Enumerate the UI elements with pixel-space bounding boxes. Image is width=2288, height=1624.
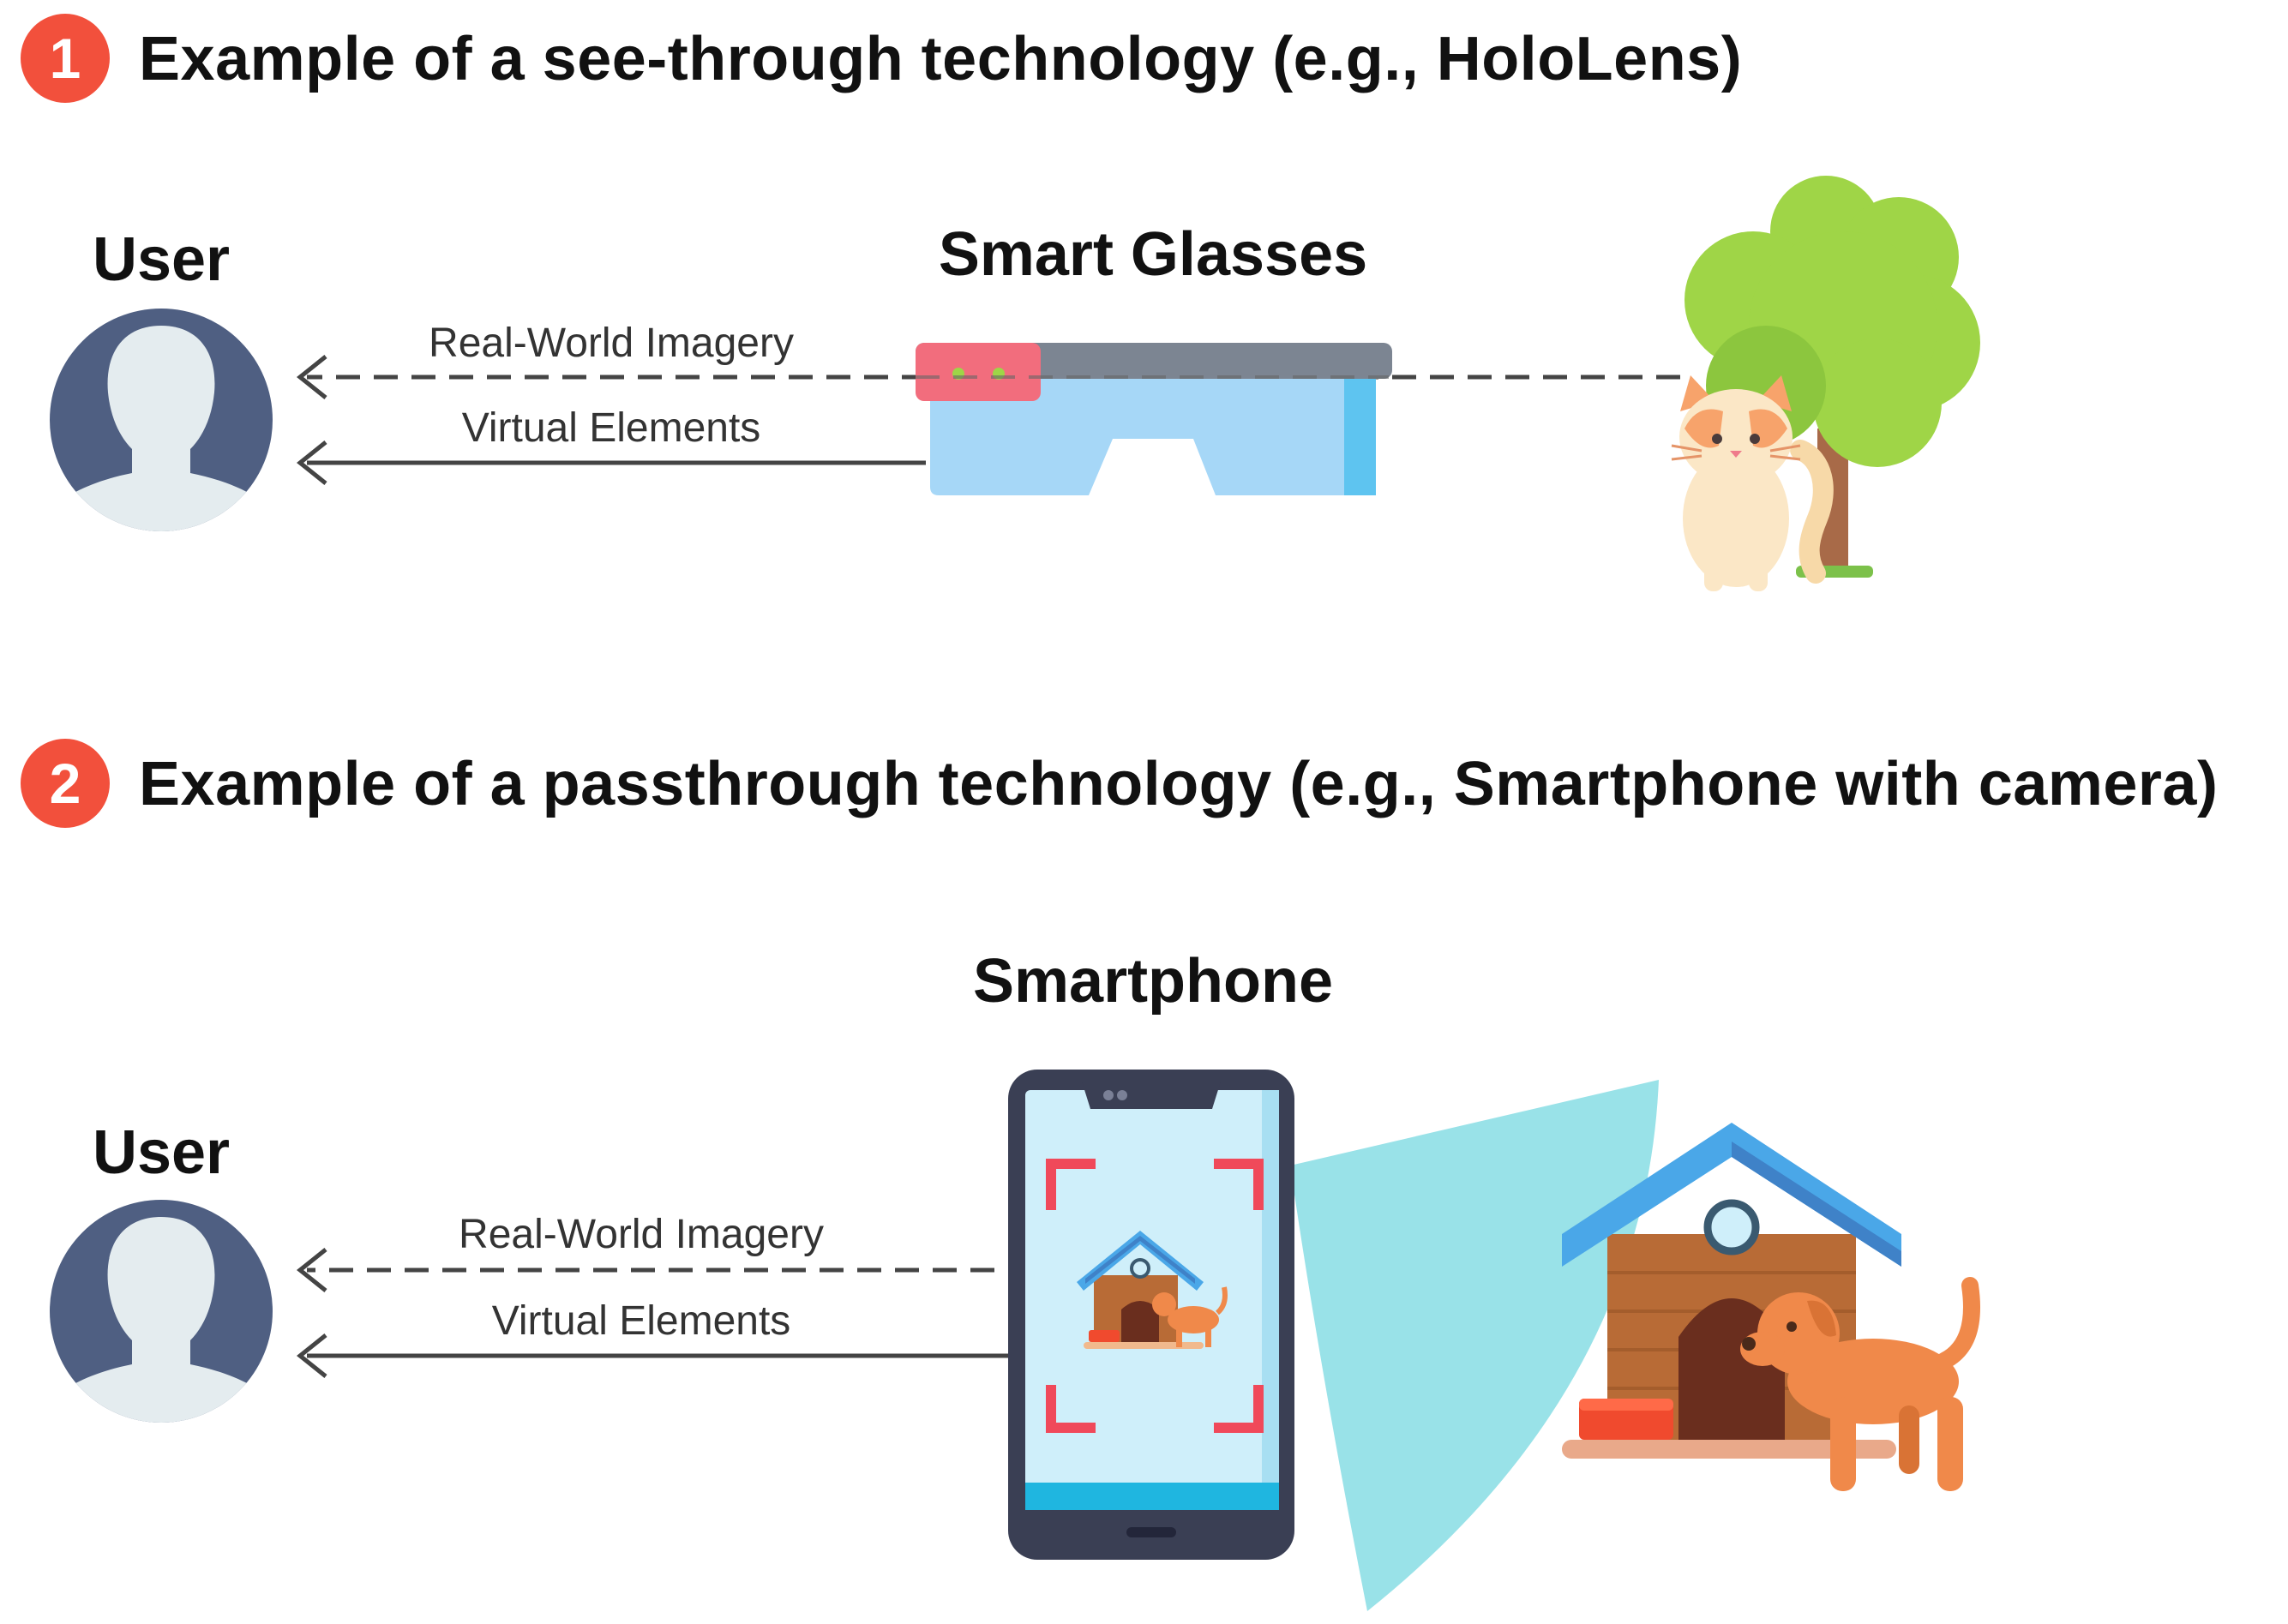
- cat-icon: [1671, 375, 1834, 591]
- section-2-real-world-arrow: [296, 1248, 994, 1292]
- user-avatar-icon: [50, 309, 273, 531]
- section-1-title: Example of a see-through technology (e.g…: [139, 25, 1743, 93]
- user-avatar-icon: [50, 1200, 273, 1423]
- section-2-virtual-elements-arrow: [296, 1333, 1012, 1378]
- camera-view-cone: [1290, 1080, 1659, 1611]
- section-2-number-badge: 2: [21, 739, 110, 828]
- section-2-real-world-label: Real-World Imagery: [459, 1212, 824, 1257]
- section-1-virtual-elements-label: Virtual Elements: [461, 405, 761, 451]
- screen-dog-house-icon: [1077, 1231, 1228, 1349]
- section-1-virtual-elements-arrow: [296, 440, 926, 485]
- section-1-number-badge: 1: [21, 14, 110, 103]
- smart-glasses-icon: [916, 343, 1392, 495]
- smartphone-label: Smartphone: [972, 947, 1334, 1016]
- camera-frame-icon: [1046, 1159, 1264, 1433]
- section-2-title: Example of a passthrough technology (e.g…: [139, 750, 2219, 818]
- section-2-user-label: User: [92, 1118, 231, 1187]
- dog-icon: [1740, 1277, 1980, 1491]
- section-1-real-world-label: Real-World Imagery: [429, 321, 794, 366]
- section-2-virtual-elements-label: Virtual Elements: [491, 1298, 791, 1344]
- tree-icon: [1684, 176, 1980, 578]
- section-1-user-label: User: [92, 225, 231, 294]
- smart-glasses-label: Smart Glasses: [938, 220, 1368, 289]
